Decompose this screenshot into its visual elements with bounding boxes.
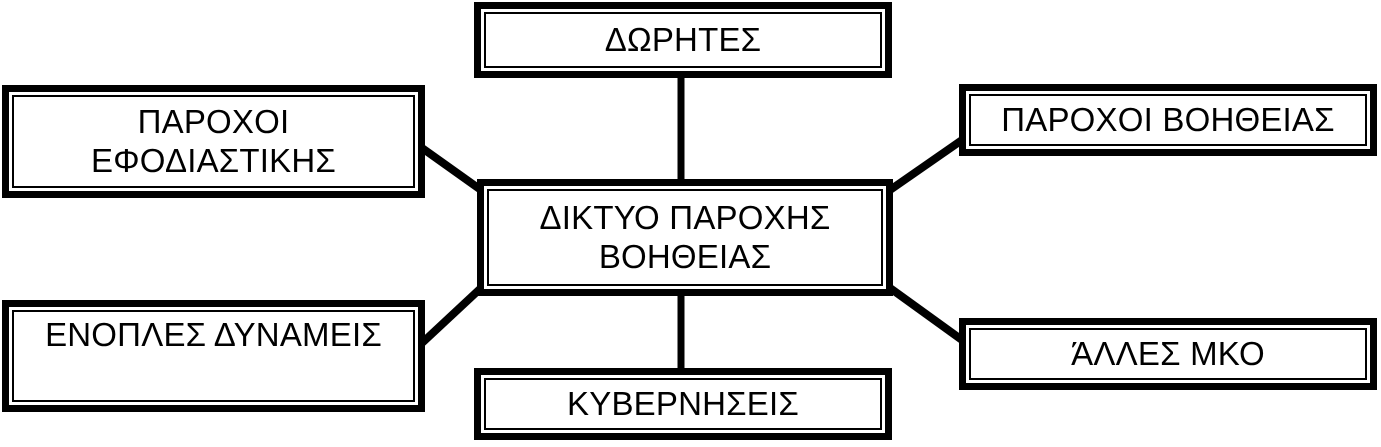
node-governments-label: ΚΥΒΕΡΝΗΣΕΙΣ bbox=[567, 384, 799, 422]
edge-center-aidproviders bbox=[887, 136, 965, 194]
node-logistics-frame: ΠΑΡΟΧΟΙ ΕΦΟΔΙΑΣΤΙΚΗΣ bbox=[12, 95, 415, 188]
node-governments[interactable]: ΚΥΒΕΡΝΗΣΕΙΣ bbox=[474, 368, 892, 440]
node-donors-label: ΔΩΡΗΤΕΣ bbox=[604, 20, 762, 58]
edge-armedforces-center bbox=[419, 285, 484, 346]
node-other-ngos-frame: ΆΛΛΕΣ ΜΚΟ bbox=[969, 328, 1367, 380]
node-center-hub-frame: ΔΙΚΤΥΟ ΠΑΡΟΧΗΣ ΒΟΗΘΕΙΑΣ bbox=[487, 189, 883, 286]
node-governments-frame: ΚΥΒΕΡΝΗΣΕΙΣ bbox=[484, 378, 882, 430]
node-armed-forces-label: ΕΝΟΠΛΕΣ ΔΥΝΑΜΕΙΣ bbox=[45, 316, 382, 353]
node-center-hub-label: ΔΙΚΤΥΟ ΠΑΡΟΧΗΣ ΒΟΗΘΕΙΑΣ bbox=[539, 198, 831, 275]
node-armed-forces-frame: ΕΝΟΠΛΕΣ ΔΥΝΑΜΕΙΣ bbox=[12, 310, 415, 402]
node-armed-forces[interactable]: ΕΝΟΠΛΕΣ ΔΥΝΑΜΕΙΣ bbox=[2, 300, 425, 412]
node-aid-providers-label: ΠΑΡΟΧΟΙ ΒΟΗΘΕΙΑΣ bbox=[1001, 100, 1335, 138]
node-logistics[interactable]: ΠΑΡΟΧΟΙ ΕΦΟΔΙΑΣΤΙΚΗΣ bbox=[2, 85, 425, 198]
edge-logistics-center bbox=[419, 144, 484, 194]
node-aid-providers-frame: ΠΑΡΟΧΟΙ ΒΟΗΘΕΙΑΣ bbox=[969, 94, 1367, 146]
node-aid-providers[interactable]: ΠΑΡΟΧΟΙ ΒΟΗΘΕΙΑΣ bbox=[959, 84, 1377, 156]
node-other-ngos[interactable]: ΆΛΛΕΣ ΜΚΟ bbox=[959, 318, 1377, 390]
edge-center-otherngos bbox=[887, 284, 965, 344]
node-center-hub[interactable]: ΔΙΚΤΥΟ ΠΑΡΟΧΗΣ ΒΟΗΘΕΙΑΣ bbox=[477, 179, 893, 296]
node-other-ngos-label: ΆΛΛΕΣ ΜΚΟ bbox=[1071, 334, 1265, 372]
node-donors[interactable]: ΔΩΡΗΤΕΣ bbox=[474, 2, 892, 78]
node-donors-frame: ΔΩΡΗΤΕΣ bbox=[484, 12, 882, 68]
node-logistics-label: ΠΑΡΟΧΟΙ ΕΦΟΔΙΑΣΤΙΚΗΣ bbox=[91, 102, 336, 179]
